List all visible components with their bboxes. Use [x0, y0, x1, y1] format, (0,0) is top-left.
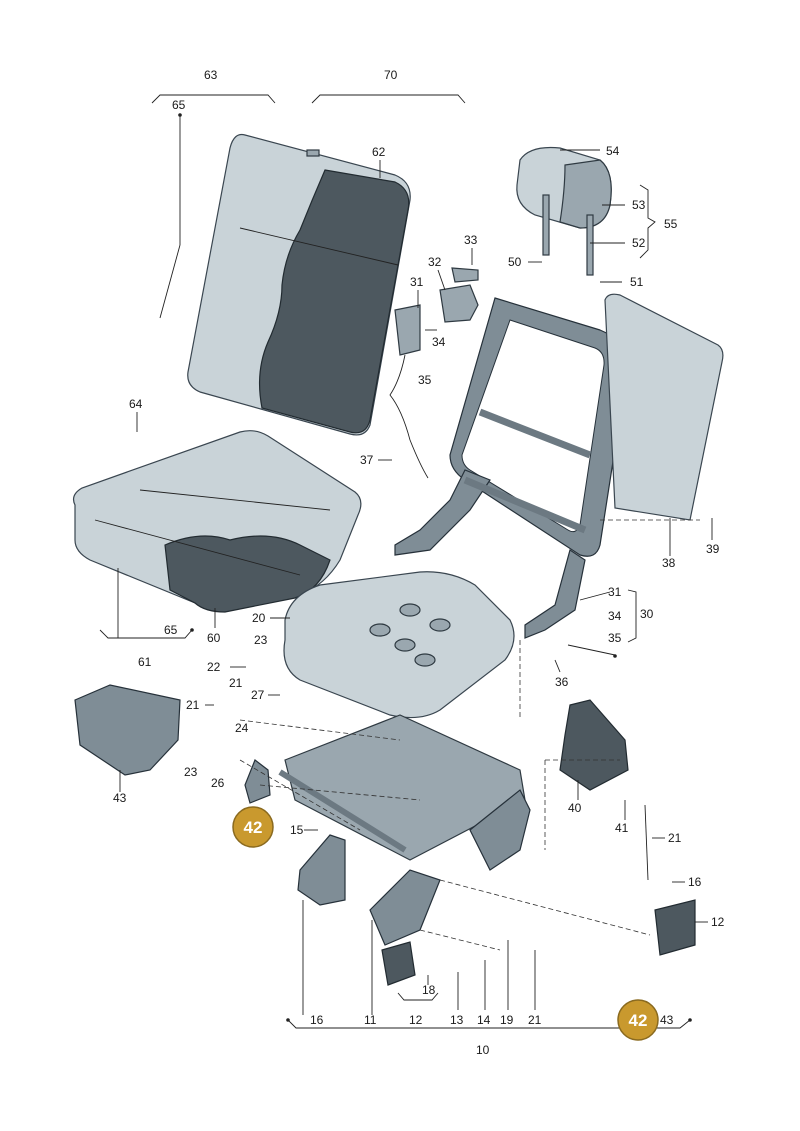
- label-11: 11: [364, 1013, 377, 1027]
- highlight-part-42: [244, 759, 271, 804]
- label-34: 34: [432, 335, 446, 349]
- label-52: 52: [632, 236, 646, 250]
- label-13: 13: [450, 1013, 464, 1027]
- cable-35: [389, 354, 429, 479]
- label-54: 54: [606, 144, 620, 158]
- side-cover: [74, 684, 181, 776]
- bracket-12: [654, 899, 696, 956]
- seat-pan: [283, 571, 515, 719]
- seat-frame: [278, 714, 531, 946]
- clip-33: [451, 267, 479, 283]
- label-14: 14: [477, 1013, 491, 1027]
- label-61: 61: [138, 655, 152, 669]
- label-39: 39: [706, 542, 720, 556]
- rod-21: [644, 804, 649, 881]
- label-31: 31: [410, 275, 424, 289]
- backrest-cushion: [187, 133, 411, 436]
- label-51: 51: [630, 275, 644, 289]
- label-19: 19: [500, 1013, 514, 1027]
- highlight-label-42-bottom: 42: [629, 1011, 648, 1030]
- label-12: 12: [711, 915, 725, 929]
- latch-31: [394, 304, 421, 356]
- label-24: 24: [235, 721, 249, 735]
- rear-panel: [604, 293, 724, 521]
- label-35-right: 35: [608, 631, 622, 645]
- highlight-badge-left: 42: [232, 806, 274, 848]
- label-26: 26: [211, 776, 225, 790]
- label-34-right: 34: [608, 609, 622, 623]
- highlight-badge-bottom: 42: [617, 999, 659, 1041]
- backrest-frame: [394, 297, 629, 639]
- label-41: 41: [615, 821, 629, 835]
- label-12-lower: 12: [409, 1013, 423, 1027]
- label-38: 38: [662, 556, 676, 570]
- label-22: 22: [207, 660, 221, 674]
- cap-32: [439, 284, 479, 323]
- label-21: 21: [229, 676, 243, 690]
- rod-65: [159, 244, 181, 319]
- label-21-left: 21: [186, 698, 200, 712]
- label-16-bottom: 16: [310, 1013, 324, 1027]
- label-21-right: 21: [668, 831, 682, 845]
- bracket-12-lower: [381, 941, 416, 986]
- headrest: [516, 146, 612, 276]
- label-10: 10: [476, 1043, 490, 1057]
- label-35: 35: [418, 373, 432, 387]
- label-50: 50: [508, 255, 522, 269]
- label-53: 53: [632, 198, 646, 212]
- highlight-label-42-left: 42: [244, 818, 263, 837]
- label-65-lower: 65: [164, 623, 178, 637]
- label-31-right: 31: [608, 585, 622, 599]
- label-63: 63: [204, 68, 218, 82]
- label-32: 32: [428, 255, 442, 269]
- label-23: 23: [254, 633, 268, 647]
- label-27: 27: [251, 688, 265, 702]
- label-62: 62: [372, 145, 386, 159]
- label-40: 40: [568, 801, 582, 815]
- label-23-lower: 23: [184, 765, 198, 779]
- label-33: 33: [464, 233, 478, 247]
- label-21-bottom: 21: [528, 1013, 542, 1027]
- label-37: 37: [360, 453, 374, 467]
- label-64: 64: [129, 397, 143, 411]
- label-70: 70: [384, 68, 398, 82]
- label-43-bottom: 43: [660, 1013, 674, 1027]
- dashed-guides: [239, 519, 700, 951]
- label-20: 20: [252, 611, 266, 625]
- seat-cushion: [72, 430, 362, 613]
- leader-lines: [99, 94, 713, 1029]
- label-18: 18: [422, 983, 436, 997]
- label-65: 65: [172, 98, 186, 112]
- label-36: 36: [555, 675, 569, 689]
- leader-dots: [178, 113, 692, 1022]
- side-cover-right: [559, 699, 629, 791]
- label-30: 30: [640, 607, 654, 621]
- label-43: 43: [113, 791, 127, 805]
- label-16: 16: [688, 875, 702, 889]
- label-15: 15: [290, 823, 304, 837]
- part-labels: 63 70 65 62 54 53 55 52 50 51 33 32 31 3…: [113, 68, 725, 1057]
- label-55: 55: [664, 217, 678, 231]
- label-60: 60: [207, 631, 221, 645]
